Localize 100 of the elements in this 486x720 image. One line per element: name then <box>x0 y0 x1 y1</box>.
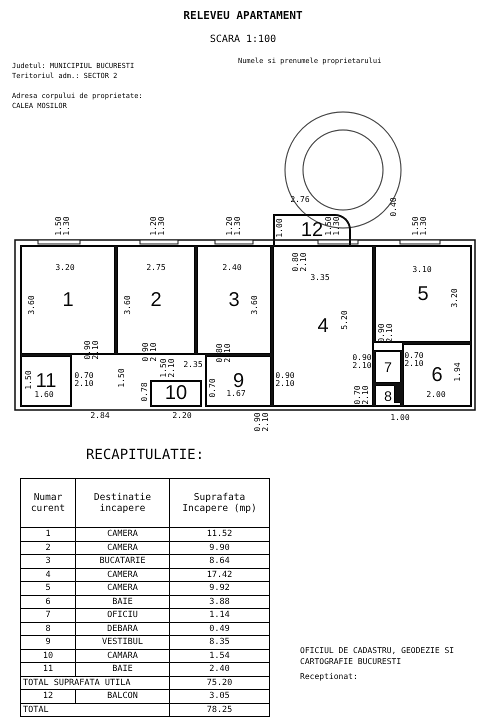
dimension-text: 1.67 <box>226 390 246 398</box>
table-cell: BAIE <box>76 662 170 676</box>
dimension-text: 2.40 <box>222 264 242 272</box>
table-cell: CAMERA <box>76 541 170 554</box>
room-number: 10 <box>164 382 188 405</box>
dimension-text: 1.94 <box>454 362 462 382</box>
section-heading: RECAPITULATIE: <box>86 448 204 462</box>
room <box>402 343 472 407</box>
dimension-text: 3.10 <box>412 266 432 274</box>
dimension-text: 1.20 1.30 <box>226 215 242 237</box>
table-cell: OFICIU <box>76 608 170 622</box>
dimension-text: 1.00 <box>276 218 284 238</box>
dimension-text: 5.20 <box>341 310 349 330</box>
table-cell: 3.88 <box>170 595 270 608</box>
dimension-text: 1.50 1.30 <box>325 215 341 237</box>
table-cell: BAIE <box>76 595 170 608</box>
dimension-text: 0.78 <box>141 382 149 402</box>
table-cell: 4 <box>20 568 76 582</box>
room-number: 5 <box>417 282 429 306</box>
table-cell: 0.49 <box>170 622 270 636</box>
room <box>20 355 72 407</box>
dimension-text: 0.90 2.10 <box>254 411 270 433</box>
dimension-text: 3.20 <box>55 264 75 272</box>
table-cell: 6 <box>20 595 76 608</box>
table-cell: 9.92 <box>170 582 270 595</box>
dimension-text: 0.80 2.10 <box>292 251 308 273</box>
room <box>374 384 402 407</box>
dimension-text: 0.70 2.10 <box>73 372 95 388</box>
dimension-text: 1.50 <box>118 368 126 388</box>
table-cell: 9.90 <box>170 541 270 554</box>
room-number: 11 <box>36 370 56 392</box>
dimension-text: 2.20 <box>172 412 192 420</box>
dimension-text: 1.20 1.30 <box>150 215 166 237</box>
dimension-text: 0.70 2.10 <box>403 352 425 368</box>
dimension-text: 3.60 <box>28 295 36 315</box>
dimension-text: 3.35 <box>310 274 330 282</box>
table-cell: 2 <box>20 541 76 554</box>
room <box>272 245 374 407</box>
dimension-text: 3.60 <box>251 295 259 315</box>
dimension-text: 1.50 1.30 <box>412 215 428 237</box>
table-cell: 3 <box>20 554 76 568</box>
table-cell: VESTIBUL <box>76 636 170 649</box>
room-number: 8 <box>384 388 392 404</box>
table-cell: 7 <box>20 608 76 622</box>
room-number: 7 <box>384 359 392 375</box>
room-number: 3 <box>228 288 240 312</box>
header-cell: Suprafata Incapere (mp) <box>170 478 270 528</box>
balcony <box>273 214 351 245</box>
room <box>374 245 472 343</box>
header-cell: Destinatie incapere <box>76 478 170 528</box>
table-cell: BUCATARIE <box>76 554 170 568</box>
dimension-text: 3.20 <box>451 288 459 308</box>
title: RELEVEU APARTAMENT <box>182 12 304 20</box>
table-cell: CAMERA <box>76 582 170 595</box>
dimension-text: 2.35 <box>183 361 203 369</box>
dimension-text: 2.75 <box>146 264 166 272</box>
office-name: OFICIUL DE CADASTRU, GEODEZIE SI CARTOGRAFIE BUCURESTI <box>300 645 456 667</box>
table-cell: DEBARA <box>76 622 170 636</box>
table-cell: 8.64 <box>170 554 270 568</box>
table-cell: 12 <box>20 690 76 703</box>
room-number: 2 <box>150 288 162 312</box>
table-cell: 75.20 <box>170 676 270 690</box>
dimension-text: 3.60 <box>124 295 132 315</box>
table-cell: 3.05 <box>170 690 270 703</box>
dimension-text: 1.00 <box>390 414 410 422</box>
signature-label: Receptionat: <box>300 673 358 681</box>
room-number: 1 <box>62 288 74 312</box>
dimension-text: 2.84 <box>90 412 110 420</box>
table-cell: 1.54 <box>170 649 270 662</box>
table-cell: 17.42 <box>170 568 270 582</box>
dimension-text: 0.70 2.10 <box>354 384 370 406</box>
table-cell: 11 <box>20 662 76 676</box>
table-cell: BALCON <box>76 690 170 703</box>
table-cell: 1 <box>20 528 76 541</box>
dimension-text: 0.90 2.10 <box>274 372 296 388</box>
dimension-text: 1.60 <box>34 391 54 399</box>
table-cell: CAMERA <box>76 528 170 541</box>
dimension-text: 0.40 <box>390 197 398 217</box>
table-cell: CAMARA <box>76 649 170 662</box>
table-cell: 78.25 <box>170 703 270 716</box>
table-cell: 1.14 <box>170 608 270 622</box>
dimension-text: 2.00 <box>426 391 446 399</box>
table-cell: TOTAL <box>20 703 170 716</box>
dimension-text: 1.50 1.30 <box>55 215 71 237</box>
dimension-text: 0.90 2.10 <box>351 354 373 370</box>
room-number: 4 <box>317 314 329 338</box>
room-number: 9 <box>232 370 244 392</box>
room <box>150 380 202 407</box>
table-cell: 10 <box>20 649 76 662</box>
dimension-text: 1.50 <box>25 370 33 390</box>
table-cell: TOTAL SUPRAFATA UTILA <box>20 676 170 690</box>
table-cell: 9 <box>20 636 76 649</box>
header-cell: Numar curent <box>20 478 76 528</box>
table-cell: 2.40 <box>170 662 270 676</box>
room-number: 6 <box>431 364 443 386</box>
room-number: 12 <box>300 219 324 242</box>
scale-note: SCARA 1:100 <box>210 35 276 45</box>
room <box>374 350 402 384</box>
table-cell: 5 <box>20 582 76 595</box>
table-cell: CAMERA <box>76 568 170 582</box>
